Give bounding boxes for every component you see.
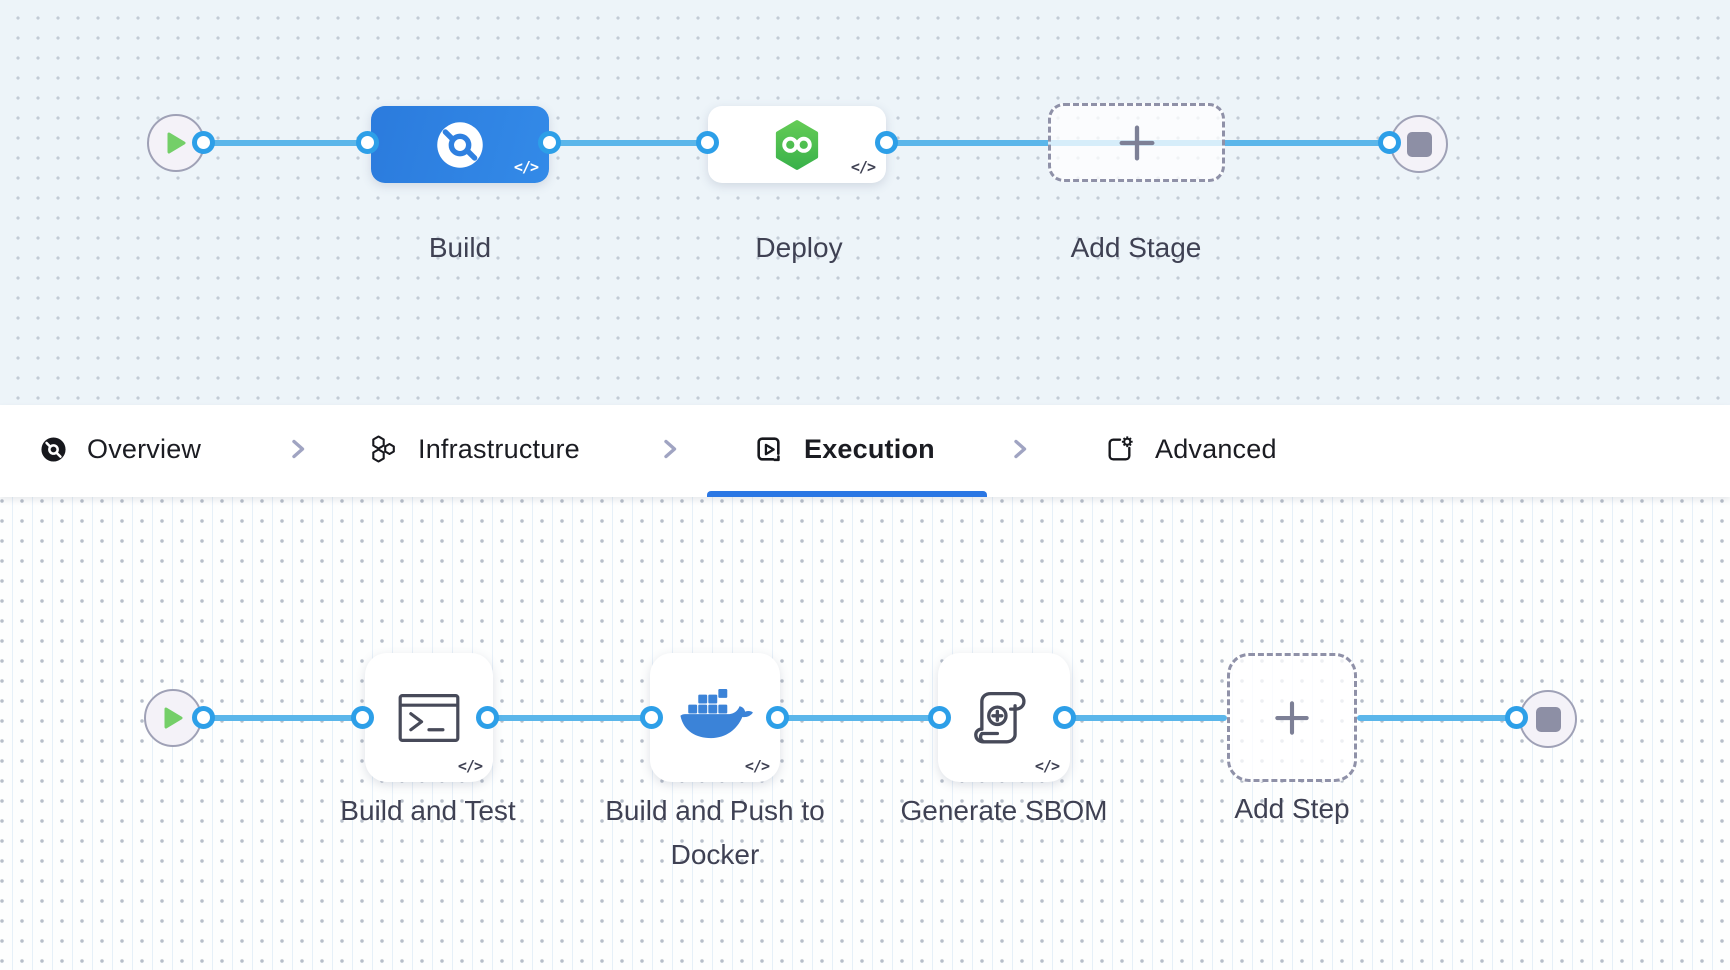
chevron-right-icon (292, 439, 305, 459)
connector-port[interactable] (476, 706, 499, 729)
edge-start-build (204, 140, 368, 146)
execution-icon (757, 436, 780, 461)
yaml-badge: </> (513, 158, 539, 176)
connector-port[interactable] (696, 131, 719, 154)
connector-port[interactable] (192, 706, 215, 729)
edge-addstep-end (1357, 715, 1517, 721)
connector-port[interactable] (1053, 706, 1076, 729)
play-icon (167, 132, 186, 154)
add-step-button[interactable] (1227, 653, 1357, 782)
terminal-icon (398, 693, 460, 742)
tab-infrastructure[interactable]: Infrastructure (368, 405, 580, 493)
connector-port[interactable] (766, 706, 789, 729)
connector-port[interactable] (351, 706, 374, 729)
chevron-right-icon (664, 439, 677, 459)
stage-label: Deploy (755, 232, 843, 263)
stage-label: Add Stage (1070, 232, 1202, 263)
edge-step2-step3 (778, 715, 940, 721)
docker-icon (680, 688, 753, 738)
plus-icon (1119, 125, 1154, 160)
sbom-scroll-icon (974, 691, 1026, 743)
connector-port[interactable] (356, 131, 379, 154)
tab-label: Advanced (1155, 433, 1277, 464)
tab-execution[interactable]: Execution (753, 405, 935, 493)
chevron-right-icon (1014, 439, 1027, 459)
yaml-badge: </> (457, 757, 483, 775)
execution-step-canvas: </> </> (0, 497, 1730, 970)
connector-port[interactable] (1378, 131, 1401, 154)
pipeline-start-node (147, 114, 205, 172)
steps-end-node (1519, 690, 1577, 748)
connector-port[interactable] (640, 706, 663, 729)
play-icon (164, 707, 183, 729)
connector-port[interactable] (538, 131, 561, 154)
plus-icon (1275, 700, 1309, 735)
stage-graph-canvas: </> </> Build Deploy Add S (0, 0, 1730, 405)
step-node-build-and-push-to-docker[interactable]: </> (650, 653, 780, 782)
step-node-build-and-test[interactable]: </> (365, 653, 493, 782)
edge-step1-step2 (488, 715, 652, 721)
stage-config-tab-bar: Overview Infrastructure Execution (0, 405, 1730, 497)
yaml-badge: </> (1034, 757, 1060, 775)
tab-advanced[interactable]: Advanced (1104, 405, 1277, 493)
cd-deploy-icon (775, 119, 819, 170)
connector-port[interactable] (928, 706, 951, 729)
add-stage-button[interactable] (1048, 103, 1225, 182)
edge-start-step1 (204, 715, 363, 721)
stage-node-deploy[interactable]: </> (708, 106, 886, 183)
tab-label: Execution (804, 433, 935, 464)
stage-label: Build (428, 232, 492, 263)
stage-node-build[interactable]: </> (371, 106, 549, 183)
step-label: Build and Test (340, 795, 516, 826)
step-label: Build and Push to Docker (605, 795, 825, 870)
step-label: Add Step (1234, 793, 1350, 824)
active-tab-underline (707, 491, 987, 497)
step-label: Generate SBOM (900, 795, 1108, 826)
connector-port[interactable] (1505, 706, 1528, 729)
infrastructure-icon (372, 435, 395, 463)
advanced-icon (1108, 435, 1133, 461)
overview-icon (41, 436, 66, 462)
stop-icon (1535, 706, 1561, 732)
stop-icon (1406, 131, 1432, 157)
step-node-generate-sbom[interactable]: </> (938, 653, 1070, 782)
edge-step3-addstep (1065, 715, 1227, 721)
yaml-badge: </> (850, 158, 876, 176)
tab-label: Overview (87, 433, 202, 464)
tab-label: Infrastructure (418, 433, 580, 464)
tab-overview[interactable]: Overview (40, 405, 201, 493)
connector-port[interactable] (192, 131, 215, 154)
connector-port[interactable] (875, 131, 898, 154)
edge-build-deploy (550, 140, 708, 146)
ci-build-icon (437, 121, 483, 168)
yaml-badge: </> (744, 757, 770, 775)
